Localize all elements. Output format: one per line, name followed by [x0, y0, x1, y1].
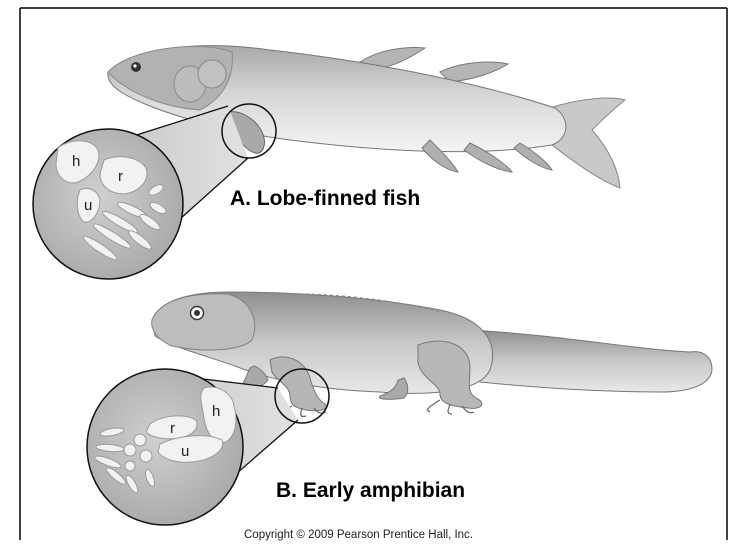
fish-label-ulna: u	[84, 197, 92, 214]
fish-label-radius: r	[118, 168, 123, 185]
fish-gill-plate-2	[198, 60, 226, 88]
amphibian-tail	[470, 330, 712, 392]
amphibian-label-humerus: h	[212, 403, 220, 420]
caption-lobe-finned-fish: A. Lobe-finned fish	[230, 187, 420, 211]
amphibian-limb-bone-inset: h r u	[87, 369, 243, 525]
fish-tail-fin	[550, 98, 625, 188]
fish-label-humerus: h	[72, 153, 80, 170]
amphibian-head	[152, 294, 255, 350]
amphibian-label-ulna: u	[181, 443, 189, 460]
fish-dorsal-fin-2	[440, 62, 508, 82]
copyright-notice: Copyright © 2009 Pearson Prentice Hall, …	[244, 529, 473, 541]
fish-limb-bone-inset: h r u	[33, 129, 183, 279]
amphibian-label-radius: r	[170, 420, 175, 437]
caption-early-amphibian: B. Early amphibian	[276, 479, 465, 503]
